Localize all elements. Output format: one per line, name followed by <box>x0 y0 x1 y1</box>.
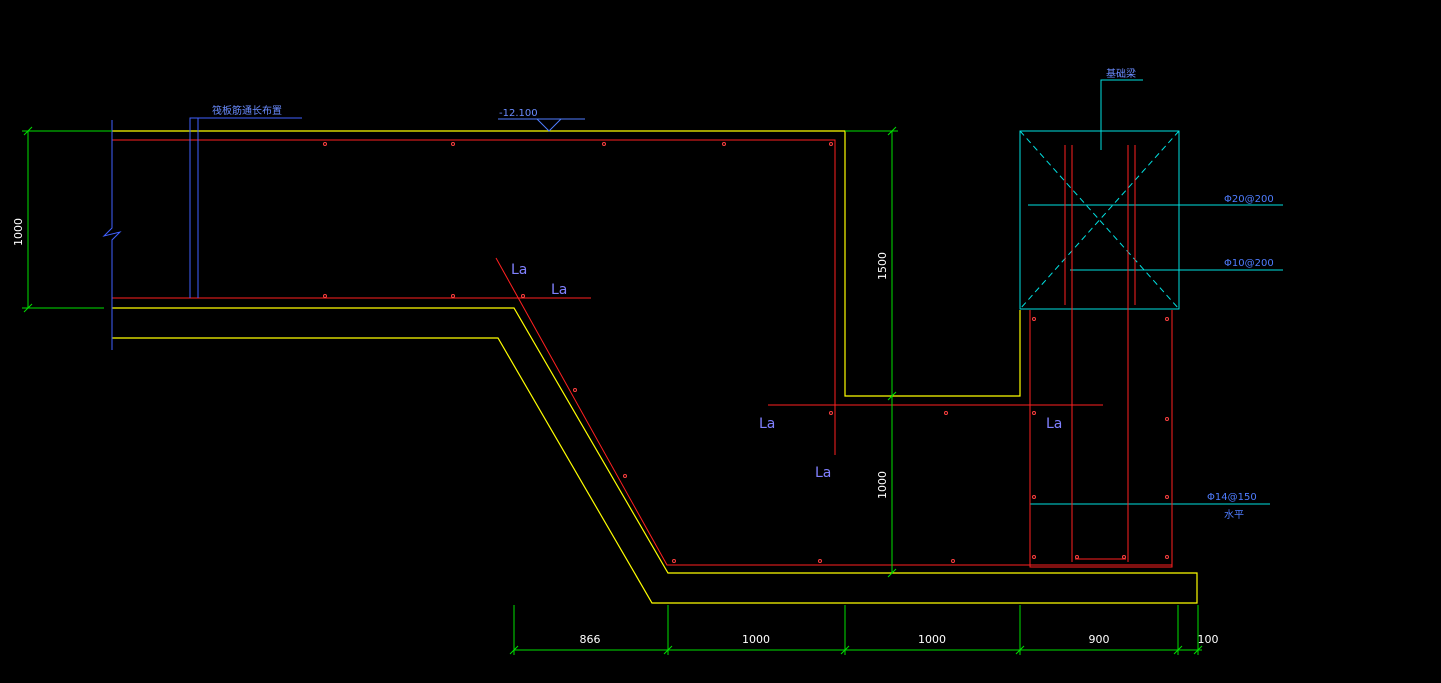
dim-right-upper: 1500 <box>876 252 889 280</box>
column-note: 基础梁 <box>1106 67 1136 80</box>
column-note-leader <box>1100 79 1143 150</box>
dim-bottom-4: 900 <box>1089 633 1110 646</box>
concrete-slope-outline <box>112 307 1172 574</box>
raft-note: 筏板筋通长布置 <box>212 104 282 117</box>
dim-right-lower: 1000 <box>876 471 889 499</box>
rebar-spec-1: Φ20@200 <box>1224 194 1274 205</box>
la-label-4: La <box>1046 416 1062 432</box>
slope-rebar <box>495 257 1172 566</box>
section-cut <box>102 117 302 350</box>
elevation-marker <box>498 118 585 132</box>
concrete-top-outline <box>112 130 1021 397</box>
dim-bottom-3: 1000 <box>918 633 946 646</box>
rebar-dots <box>323 142 1169 563</box>
dim-left-vertical: 1000 <box>12 218 25 246</box>
break-line <box>102 120 122 350</box>
dim-bottom-2: 1000 <box>742 633 770 646</box>
elevation-label: -12.100 <box>499 108 538 119</box>
top-rebar <box>112 139 836 455</box>
concrete-outline <box>112 130 1198 604</box>
dim-bottom-5: 100 <box>1198 633 1219 646</box>
la-label-2: La <box>551 282 567 298</box>
la-label-3: La <box>759 416 775 432</box>
dim-bottom-1: 866 <box>580 633 601 646</box>
raft-note-leader <box>189 117 302 298</box>
rebar-spec-3: Φ14@150 <box>1207 492 1257 503</box>
column-box <box>1019 130 1180 310</box>
dimension-lines <box>22 126 1203 655</box>
rebar-spec-2: Φ10@200 <box>1224 258 1274 269</box>
concrete-bottom-outline <box>112 337 1198 604</box>
la-label-5: La <box>815 465 831 481</box>
column-section <box>1019 79 1283 505</box>
la-label-1: La <box>511 262 527 278</box>
rebar-lines <box>112 139 1173 568</box>
rebar-spec-3-sub: 水平 <box>1224 509 1244 521</box>
column-outer-rebar <box>1029 310 1173 568</box>
